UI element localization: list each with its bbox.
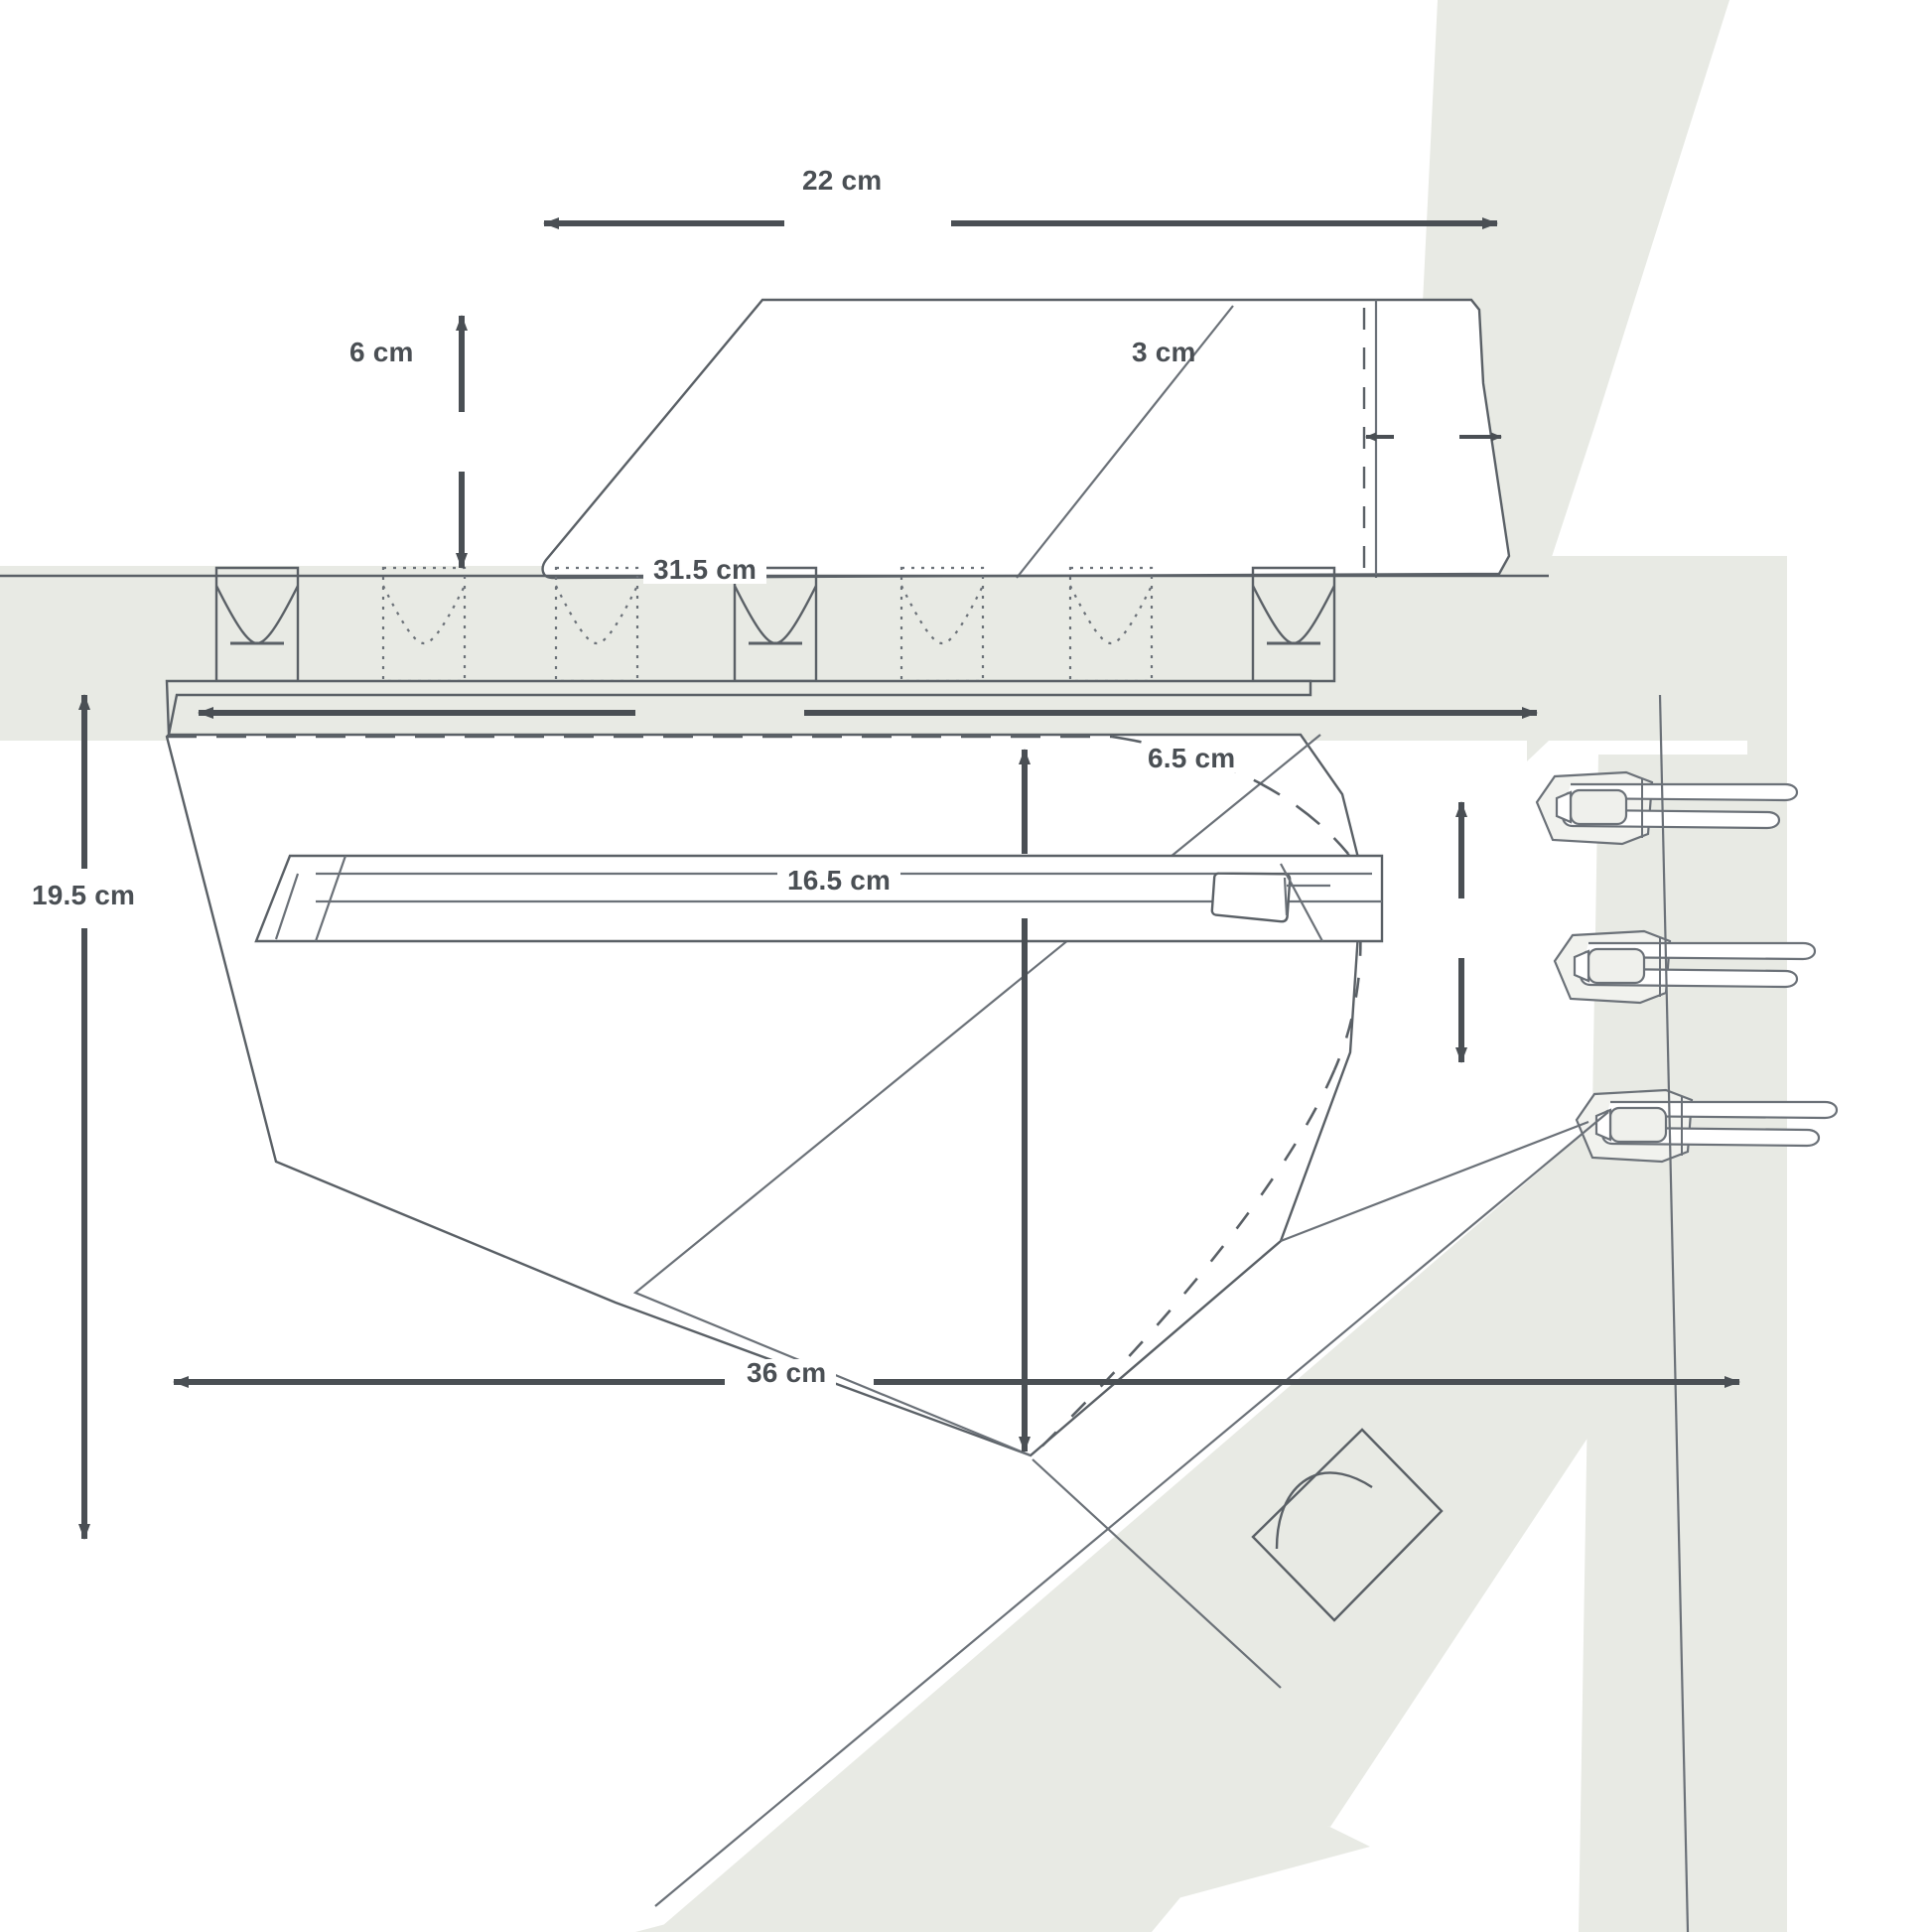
dimension-label-16_5cm: 16.5 cm	[777, 867, 901, 895]
dimension-label-6_5cm: 6.5 cm	[1138, 745, 1246, 772]
dimension-label-22cm: 22 cm	[792, 167, 893, 195]
dimension-label-3cm: 3 cm	[1132, 337, 1196, 367]
dimension-label-19_5cm: 19.5 cm	[22, 882, 146, 909]
dimension-label-6cm: 6 cm	[340, 339, 424, 366]
bag-inner-profile-dashed	[167, 735, 1362, 1456]
zipper-pull	[1210, 863, 1330, 942]
dimension-label-31_5cm: 31.5 cm	[643, 556, 767, 584]
frame-tube-outlines	[654, 694, 1690, 1932]
dimension-label-36cm: 36 cm	[737, 1359, 837, 1387]
dimension-lines	[78, 217, 1740, 1540]
down-tube-strap	[1251, 1428, 1444, 1622]
cable-stop-fittings	[1535, 770, 1839, 1164]
